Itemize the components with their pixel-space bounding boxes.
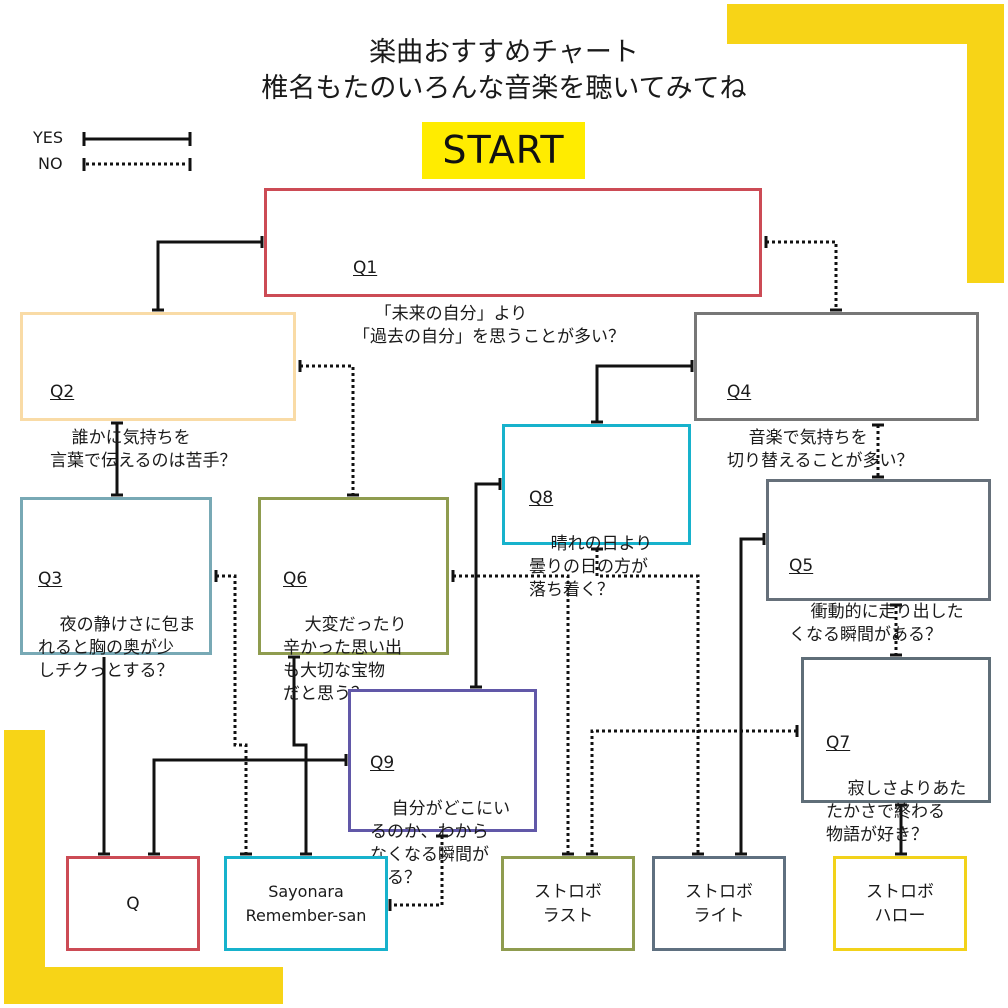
bottom-left-bracket-horizontal xyxy=(4,967,283,1004)
legend-no-label: NO xyxy=(38,154,63,173)
question-box-q9: Q9 自分がどこにい るのか、わから なくなる瞬間が ある？ xyxy=(348,689,537,888)
question-text: 大変だったり 辛かった思い出 も大切な宝物 だと思う？ xyxy=(283,615,407,704)
chart-subtitle: 椎名もたのいろんな音楽を聴いてみてね xyxy=(261,73,747,104)
result-box-strobo-last: ストロボ ラスト xyxy=(501,856,635,951)
edge-q1-q2-yes xyxy=(156,240,262,310)
start-label: START xyxy=(422,122,585,179)
result-label: Q xyxy=(126,893,140,914)
result-label: ストロボ ハロー xyxy=(866,881,934,926)
question-box-q4: Q4 音楽で気持ちを 切り替えることが多い？ xyxy=(694,312,979,471)
question-id: Q1 xyxy=(353,258,378,278)
question-box-q8: Q8 晴れの日より 曇りの日の方が 落ち着く？ xyxy=(502,424,691,600)
result-box-strobo-hello: ストロボ ハロー xyxy=(833,856,967,951)
result-box-strobo-light: ストロボ ライト xyxy=(652,856,786,951)
edge-q3-sayonara-no xyxy=(216,574,248,854)
question-box-q1: Q1 「未来の自分」より 「過去の自分」を思うことが多い？ xyxy=(264,188,762,347)
question-id: Q5 xyxy=(789,556,814,576)
result-box-q: Q xyxy=(66,856,200,951)
edge-q7-last-no xyxy=(590,729,797,854)
question-box-q7: Q7 寂しさよりあた たかさで終わる 物語が好き？ xyxy=(801,657,991,845)
question-id: Q6 xyxy=(283,569,308,589)
result-label: ストロボ ライト xyxy=(685,881,753,926)
question-box-q3: Q3 夜の静けさに包ま れると胸の奥が少 しチクっとする？ xyxy=(20,497,212,681)
edge-q8-q9-yes xyxy=(474,482,500,687)
edge-q2-q6-no xyxy=(300,364,355,495)
question-text: 誰かに気持ちを 言葉で伝えるのは苦手？ xyxy=(50,428,237,471)
edge-q9-q-yes xyxy=(152,758,346,854)
question-id: Q9 xyxy=(370,753,395,773)
top-right-bracket-horizontal xyxy=(727,4,1004,44)
question-box-q2: Q2 誰かに気持ちを 言葉で伝えるのは苦手？ xyxy=(20,312,296,471)
question-text: 寂しさよりあた たかさで終わる 物語が好き？ xyxy=(826,779,967,845)
question-text: 衝動的に走り出した くなる瞬間がある？ xyxy=(789,602,964,645)
question-text: 晴れの日より 曇りの日の方が 落ち着く？ xyxy=(529,534,653,600)
question-box-q6: Q6 大変だったり 辛かった思い出 も大切な宝物 だと思う？ xyxy=(258,497,449,704)
question-text: 音楽で気持ちを 切り替えることが多い？ xyxy=(727,428,914,471)
edge-q1-q4-no xyxy=(766,240,838,310)
result-box-sayonara-remember-san: Sayonara Remember-san xyxy=(224,856,388,951)
bottom-left-bracket-vertical xyxy=(4,730,45,1004)
legend-yes-label: YES xyxy=(33,128,64,147)
edge-q5-light-yes xyxy=(739,537,764,854)
top-right-bracket-vertical xyxy=(967,4,1004,283)
question-id: Q8 xyxy=(529,488,554,508)
legend-yes-line xyxy=(82,132,192,146)
question-id: Q7 xyxy=(826,733,851,753)
question-text: 「未来の自分」より 「過去の自分」を思うことが多い？ xyxy=(353,304,625,347)
question-text: 自分がどこにい るのか、わから なくなる瞬間が ある？ xyxy=(370,799,511,888)
edge-q4-q8-yes xyxy=(595,364,692,422)
question-id: Q2 xyxy=(50,382,75,402)
question-text: 夜の静けさに包ま れると胸の奥が少 しチクっとする？ xyxy=(38,615,196,681)
question-id: Q4 xyxy=(727,382,752,402)
chart-title: 楽曲おすすめチャート xyxy=(369,37,639,68)
question-id: Q3 xyxy=(38,569,63,589)
result-label: ストロボ ラスト xyxy=(534,881,602,926)
question-box-q5: Q5 衝動的に走り出した くなる瞬間がある？ xyxy=(766,479,991,645)
result-label: Sayonara Remember-san xyxy=(245,881,367,925)
